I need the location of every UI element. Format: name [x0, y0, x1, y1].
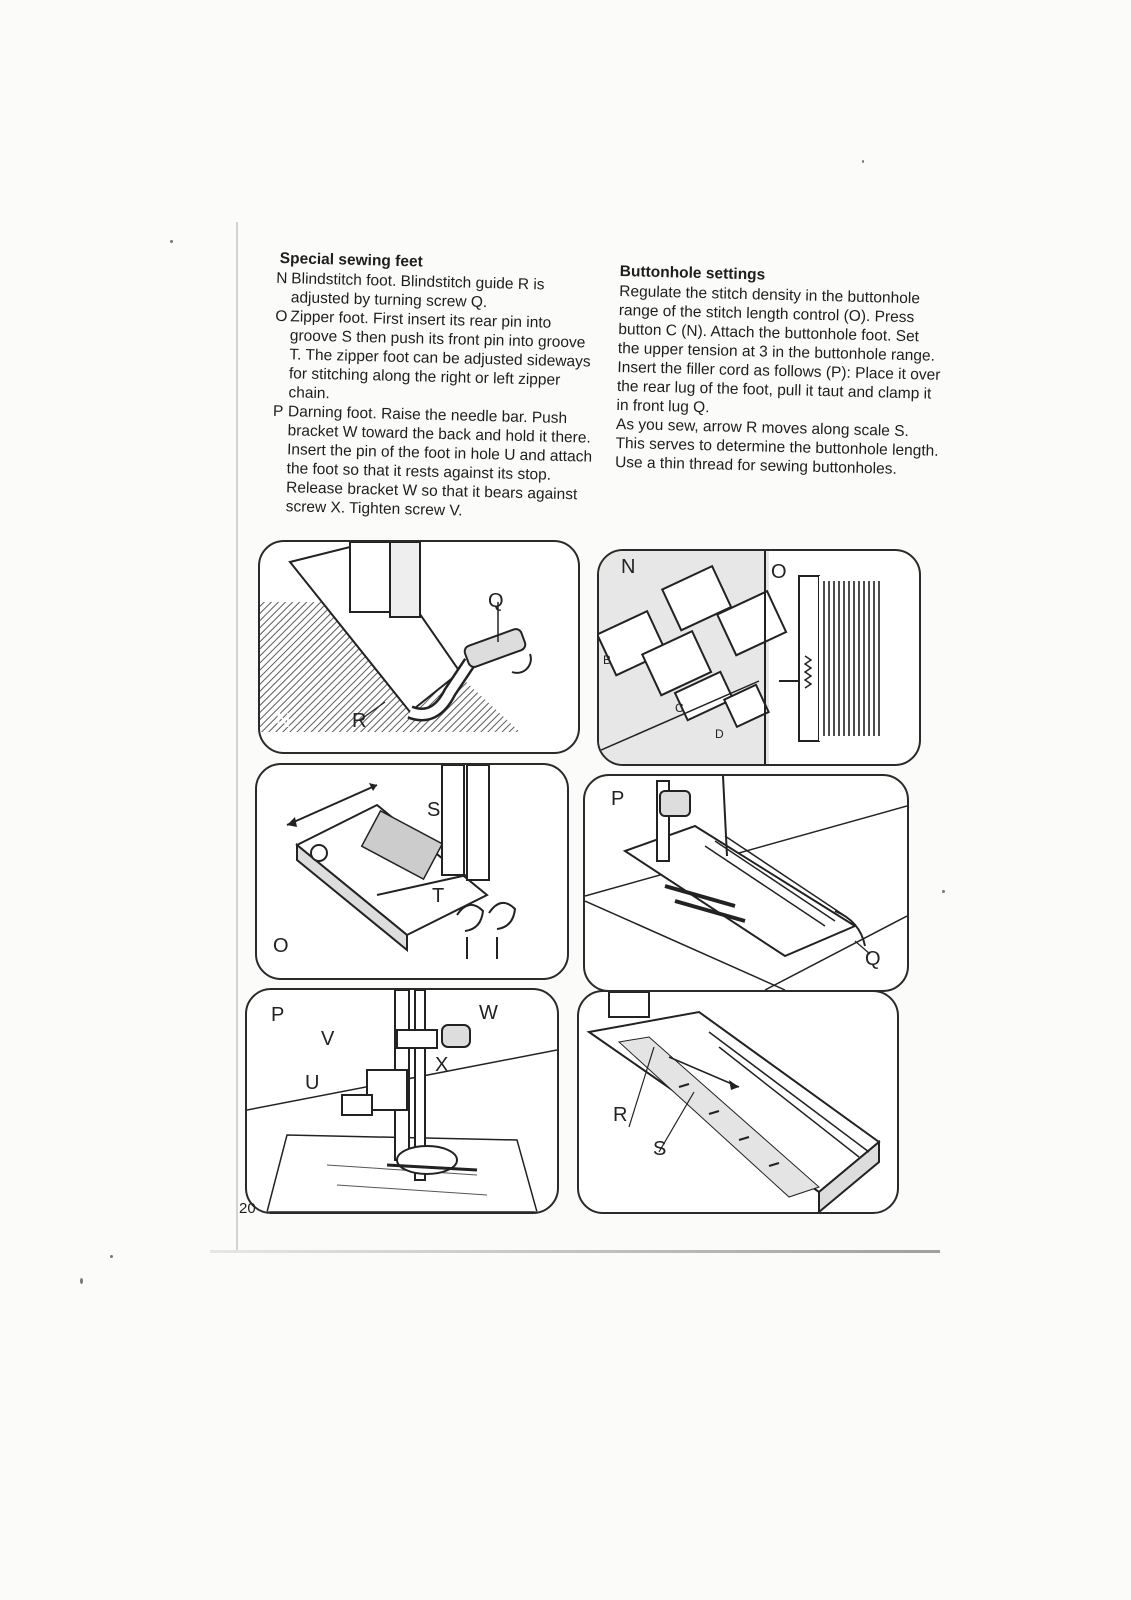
item-letter: O — [275, 307, 288, 326]
label-t: T — [432, 885, 445, 907]
label-n: N — [276, 710, 291, 732]
label-q: Q — [488, 590, 504, 612]
scan-speck — [942, 890, 945, 893]
label-s: S — [653, 1138, 667, 1160]
label-o: O — [771, 561, 787, 583]
sheet-shadow — [210, 1250, 940, 1253]
scan-speck — [862, 160, 864, 163]
figure-darning-foot: P W V X U — [245, 988, 559, 1214]
page-number: 20 — [239, 1200, 256, 1217]
figure-zipper-foot: S T O — [255, 763, 569, 980]
darning-illustration — [247, 990, 557, 1212]
label-r: R — [613, 1104, 628, 1126]
figure-buttonhole-foot: P Q — [583, 774, 909, 992]
figure-buttonhole-scale: R S — [577, 990, 899, 1214]
label-x: X — [435, 1054, 449, 1076]
item-text: Blindstitch foot. Blindstitch guide R is… — [290, 270, 545, 312]
item-darning: P Darning foot. Raise the needle bar. Pu… — [273, 402, 596, 524]
scan-speck — [170, 240, 173, 243]
item-letter: N — [276, 269, 288, 288]
special-sewing-feet-section: Special sewing feet N Blindstitch foot. … — [273, 249, 599, 524]
label-s: S — [427, 799, 441, 821]
key-label-c: C — [675, 701, 684, 715]
buttonhole-foot-illustration — [585, 776, 907, 990]
buttonhole-scale-illustration — [586, 992, 881, 1212]
zipper-illustration — [286, 765, 517, 959]
paragraph: Regulate the stitch density in the butto… — [616, 282, 941, 417]
blindstitch-illustration — [260, 542, 532, 732]
key-label-d: D — [715, 727, 724, 741]
label-v: V — [321, 1028, 335, 1050]
controls-illustration — [599, 551, 919, 764]
label-w: W — [479, 1002, 498, 1024]
buttonhole-settings-section: Buttonhole settings Regulate the stitch … — [615, 262, 945, 480]
sheet-edge — [236, 222, 238, 1250]
figure-controls: N O B C D — [597, 549, 921, 766]
figure-blindstitch-foot: Q N R — [258, 540, 580, 754]
item-text: Zipper foot. First insert its rear pin i… — [288, 308, 591, 403]
label-o: O — [273, 935, 289, 957]
scan-speck — [110, 1255, 113, 1258]
key-label-b: B — [603, 653, 612, 667]
label-q: Q — [865, 948, 881, 970]
label-p: P — [611, 788, 625, 810]
label-u: U — [305, 1072, 320, 1094]
label-p: P — [271, 1004, 285, 1026]
scan-speck — [80, 1278, 83, 1284]
item-text: Darning foot. Raise the needle bar. Push… — [285, 403, 593, 520]
label-r: R — [352, 710, 367, 732]
item-letter: P — [272, 402, 284, 421]
label-n: N — [621, 556, 636, 578]
item-zipper: O Zipper foot. First insert its rear pin… — [275, 307, 598, 410]
